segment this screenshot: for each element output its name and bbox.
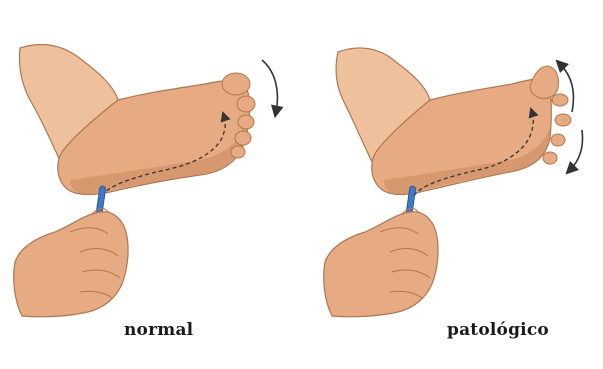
pathologic-fanning-arrow <box>570 130 583 170</box>
normal-toe <box>238 115 254 129</box>
pathologic-examiner-hand <box>324 212 438 317</box>
normal-toe <box>237 96 255 112</box>
pathologic-toe <box>555 114 571 126</box>
pathologic-toe <box>551 134 565 146</box>
pathologic-caption: patológico <box>447 320 549 340</box>
pathologic-toe <box>543 152 557 164</box>
normal-toe <box>222 73 250 95</box>
normal-examiner-hand <box>14 212 128 317</box>
normal-flexion-arrow <box>262 60 277 112</box>
pathologic-toe <box>552 94 568 106</box>
normal-panel <box>14 44 278 316</box>
pathologic-big-toe <box>530 66 559 99</box>
normal-toe <box>231 146 245 158</box>
pathologic-panel <box>324 48 583 317</box>
normal-caption: normal <box>124 320 193 340</box>
normal-toe <box>235 131 251 145</box>
